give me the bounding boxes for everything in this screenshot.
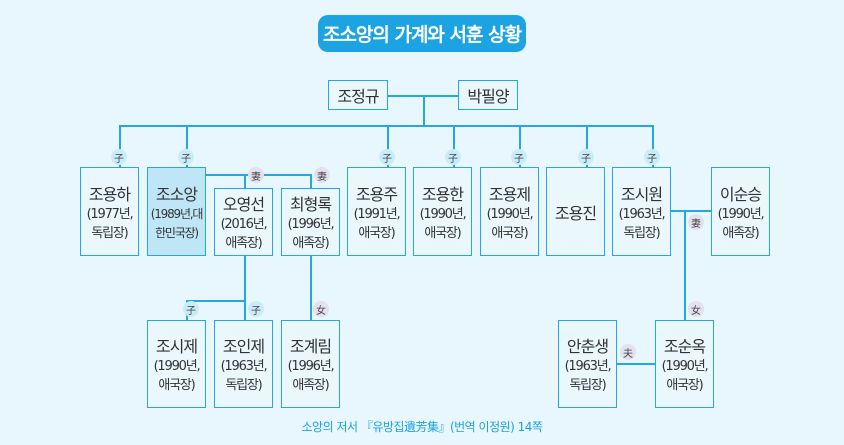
person-name: 조순옥 — [663, 337, 706, 356]
person-info: (2016년, 애족장) — [220, 217, 268, 251]
person-info: (1990년, 애국장) — [153, 359, 201, 393]
line — [310, 256, 312, 320]
line-children — [119, 125, 653, 127]
person-name: 박필양 — [467, 87, 509, 106]
person-info: (1990년, 애국장) — [419, 206, 467, 241]
line-spouse — [616, 363, 655, 365]
person-name: 조용주 — [355, 184, 398, 204]
person-info: (1963년, 독립장) — [220, 359, 268, 393]
person-oyeongseon: 오영선 (2016년, 애족장) — [214, 188, 273, 256]
person-info: (1990년, 애족장) — [717, 206, 765, 241]
person-name: 조시원 — [620, 184, 663, 204]
person-choehyeongrok: 최형록 (1996년, 애족장) — [281, 188, 340, 256]
person-josiwon: 조시원(1963년, 독립장) — [612, 167, 671, 256]
son-tag: 子 — [178, 149, 194, 165]
person-name: 조용한 — [421, 184, 464, 204]
daughter-tag: 女 — [313, 301, 329, 317]
line-spouse — [670, 210, 711, 212]
person-name: 조소앙 — [155, 184, 198, 204]
person-info: (1977년, 독립장) — [86, 206, 134, 241]
source-caption: 소앙의 저서 『유방집遺芳集』(번역 이정원) 14쪽 — [301, 420, 543, 434]
person-info: (1963년, 독립장) — [618, 206, 666, 241]
person-name: 안춘생 — [566, 337, 609, 356]
person-josoang: 조소앙(1989년,대 한민국장) — [147, 167, 206, 256]
person-info: (1996년, 애족장) — [287, 359, 335, 393]
person-joyongjin: 조용진 — [546, 167, 605, 256]
line — [186, 125, 188, 167]
person-info: (1989년,대 한민국장) — [150, 206, 204, 240]
person-joyongju: 조용주(1991년, 애국장) — [347, 167, 406, 256]
person-father: 조정규 — [328, 80, 388, 110]
line — [244, 174, 246, 188]
person-anchunsaeng: 안춘생 (1963년, 독립장) — [558, 320, 617, 408]
line — [423, 95, 425, 125]
line — [244, 300, 246, 320]
person-name: 조정규 — [337, 87, 379, 106]
son-tag: 子 — [183, 301, 199, 317]
person-isunseung: 이순승(1990년, 애족장) — [711, 167, 770, 256]
person-name: 오영선 — [222, 195, 265, 214]
son-tag: 子 — [379, 149, 395, 165]
diagram-title: 조소앙의 가계와 서훈 상황 — [318, 15, 526, 52]
person-info: (1990년, 애국장) — [661, 359, 709, 393]
person-jogyerim: 조계림 (1996년, 애족장) — [281, 320, 340, 408]
line — [684, 210, 686, 320]
person-info: (1991년, 애국장) — [353, 206, 401, 241]
person-name: 조용진 — [554, 203, 597, 223]
person-info: (1990년, 애국장) — [486, 206, 534, 241]
son-tag: 子 — [511, 149, 527, 165]
son-tag: 子 — [578, 149, 594, 165]
son-tag: 子 — [248, 301, 264, 317]
person-name: 조용제 — [488, 184, 531, 204]
wife-tag: 妻 — [314, 167, 330, 183]
daughter-tag: 女 — [688, 301, 704, 317]
person-name: 이순승 — [719, 184, 762, 204]
line — [519, 125, 521, 167]
person-josunok: 조순옥 (1990년, 애국장) — [655, 320, 714, 408]
person-joyongha: 조용하(1977년, 독립장) — [80, 167, 139, 256]
son-tag: 子 — [644, 149, 660, 165]
person-info: (1996년, 애족장) — [287, 217, 335, 251]
person-name: 조계림 — [289, 337, 332, 356]
line — [453, 125, 455, 167]
son-tag: 子 — [111, 149, 127, 165]
line — [387, 125, 389, 167]
line — [119, 125, 121, 167]
person-name: 조용하 — [88, 184, 131, 204]
wife-tag: 妻 — [248, 167, 264, 183]
person-name: 최형록 — [289, 195, 332, 214]
line — [186, 300, 245, 302]
line — [310, 174, 312, 188]
person-mother: 박필양 — [458, 80, 518, 110]
son-tag: 子 — [445, 149, 461, 165]
person-info: (1963년, 독립장) — [564, 359, 612, 393]
person-josije: 조시제 (1990년, 애국장) — [147, 320, 206, 408]
person-joyonghan: 조용한(1990년, 애국장) — [413, 167, 472, 256]
line — [652, 125, 654, 167]
person-joyongje: 조용제(1990년, 애국장) — [480, 167, 539, 256]
husband-tag: 夫 — [620, 344, 636, 360]
person-name: 조시제 — [155, 337, 198, 356]
line — [244, 256, 246, 300]
line — [586, 125, 588, 167]
wife-tag: 妻 — [688, 214, 704, 230]
person-joinje: 조인제 (1963년, 독립장) — [214, 320, 273, 408]
person-name: 조인제 — [222, 337, 265, 356]
